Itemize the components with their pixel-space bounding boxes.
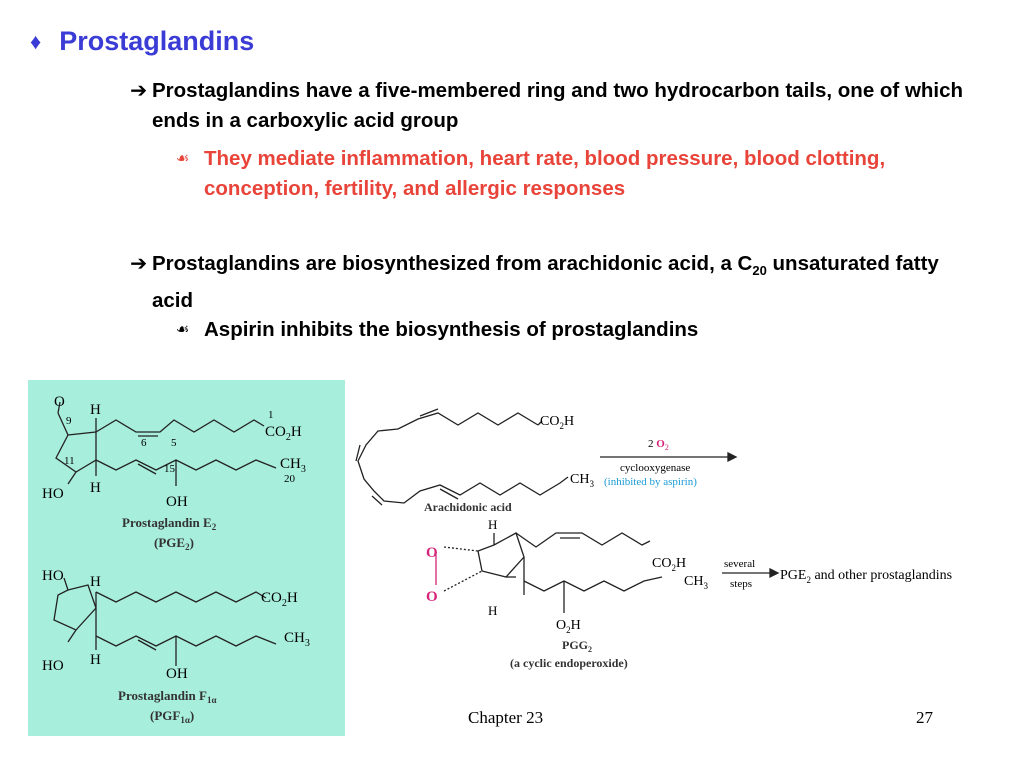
leaf-bullet-icon: ☙ xyxy=(176,321,190,338)
structures-svg: O H 1 CO2H 9 6 5 11 15 CH3 20 HO H OH Pr… xyxy=(42,394,310,725)
arachidonic-name: Arachidonic acid xyxy=(424,500,512,514)
steps-bottom-label: steps xyxy=(730,578,752,590)
footer-chapter: Chapter 23 xyxy=(468,708,544,727)
pgf1a-ho-top-label: HO xyxy=(42,568,64,584)
arachidonic-co2h-label: CO2H xyxy=(540,414,574,431)
sub-bullet-text: They mediate inflammation, heart rate, b… xyxy=(204,147,886,200)
reagent-label: 2 O2 xyxy=(648,438,669,452)
pgg2-ooh-label: O2H xyxy=(556,618,581,635)
pgg2-ch3-label: CH3 xyxy=(684,574,708,591)
arachidonic-ch3-label: CH3 xyxy=(570,472,594,489)
bullet-biosynthesis: ➔Prostaglandins are biosynthesized from … xyxy=(130,249,972,316)
pge2-abbr: (PGE2) xyxy=(154,535,194,552)
diamond-bullet-icon: ♦ xyxy=(30,28,42,54)
pgf1a-h-top-label: H xyxy=(90,574,101,590)
pge2-co2h-label: CO2H xyxy=(265,424,302,443)
inhibition-label: (inhibited by aspirin) xyxy=(604,476,697,488)
bullet-text-post: unsaturated fatty acid xyxy=(152,252,939,313)
page-number: 27 xyxy=(916,708,933,727)
bullet-text-pre: Prostaglandins are biosynthesized from a… xyxy=(152,252,753,275)
steps-top-label: several xyxy=(724,558,755,570)
pgf1a-co2h-label: CO2H xyxy=(261,590,298,609)
pgf1a-ch3-label: CH3 xyxy=(284,630,310,649)
pge2-c11-label: 11 xyxy=(64,455,75,467)
slide-title: ♦ Prostaglandins xyxy=(30,26,254,57)
sub-bullet-text: Aspirin inhibits the biosynthesis of pro… xyxy=(204,318,699,341)
bullet-ring-structure: ➔Prostaglandins have a five-membered rin… xyxy=(130,76,972,136)
pgf1a-oh-label: OH xyxy=(166,666,188,682)
pge2-c15-label: 15 xyxy=(164,463,176,475)
pgg2-h-bottom: H xyxy=(488,603,497,618)
arrow-bullet-icon: ➔ xyxy=(130,79,148,102)
sub-bullet-aspirin: ☙ Aspirin inhibits the biosynthesis of pr… xyxy=(176,315,994,345)
pgg2-h-top: H xyxy=(488,517,497,532)
arrow-bullet-icon: ➔ xyxy=(130,252,148,275)
pge2-h-bottom-label: H xyxy=(90,480,101,496)
pge2-c20-label: 20 xyxy=(284,473,296,485)
bullet-subscript: 20 xyxy=(752,263,767,279)
pge2-c6-label: 6 xyxy=(141,437,147,449)
pge2-c5-label: 5 xyxy=(171,437,177,449)
sub-bullet-functions: ☙ They mediate inflammation, heart rate, … xyxy=(176,144,994,204)
pge2-ho-label: HO xyxy=(42,486,64,502)
pge2-name: Prostaglandin E2 xyxy=(122,515,217,532)
pgf1a-ho-bottom-label: HO xyxy=(42,658,64,674)
pgg2-oxygen-bottom: O xyxy=(426,589,438,605)
pge2-c9-label: 9 xyxy=(66,415,72,427)
pge2-ch3-label: CH3 xyxy=(280,456,306,475)
leaf-bullet-icon: ☙ xyxy=(176,150,190,167)
page-title: Prostaglandins xyxy=(59,26,255,56)
pgg2-oxygen-top: O xyxy=(426,545,438,561)
pge2-h-top-label: H xyxy=(90,402,101,418)
pgf1a-name: Prostaglandin F1α xyxy=(118,688,217,705)
prostaglandin-structures-panel: O H 1 CO2H 9 6 5 11 15 CH3 20 HO H OH Pr… xyxy=(28,380,345,736)
bullet-text: Prostaglandins have a five-membered ring… xyxy=(152,79,964,132)
pgg2-co2h-label: CO2H xyxy=(652,556,686,573)
pge2-oh-label: OH xyxy=(166,494,188,510)
pgg2-name: PGG2 xyxy=(562,638,592,654)
pgf1a-h-bottom-label: H xyxy=(90,652,101,668)
pge2-c1-label: 1 xyxy=(268,409,274,421)
enzyme-label: cyclooxygenase xyxy=(620,462,690,474)
product-label: PGE2 and other prostaglandins xyxy=(780,568,952,585)
pge2-oxygen-label: O xyxy=(54,394,65,410)
biosynthesis-scheme: CO2H CH3 Arachidonic acid 2 O2 cyclooxyg… xyxy=(355,408,952,670)
pgg2-description: (a cyclic endoperoxide) xyxy=(510,656,628,670)
pgf1a-abbr: (PGF1α) xyxy=(150,708,194,725)
